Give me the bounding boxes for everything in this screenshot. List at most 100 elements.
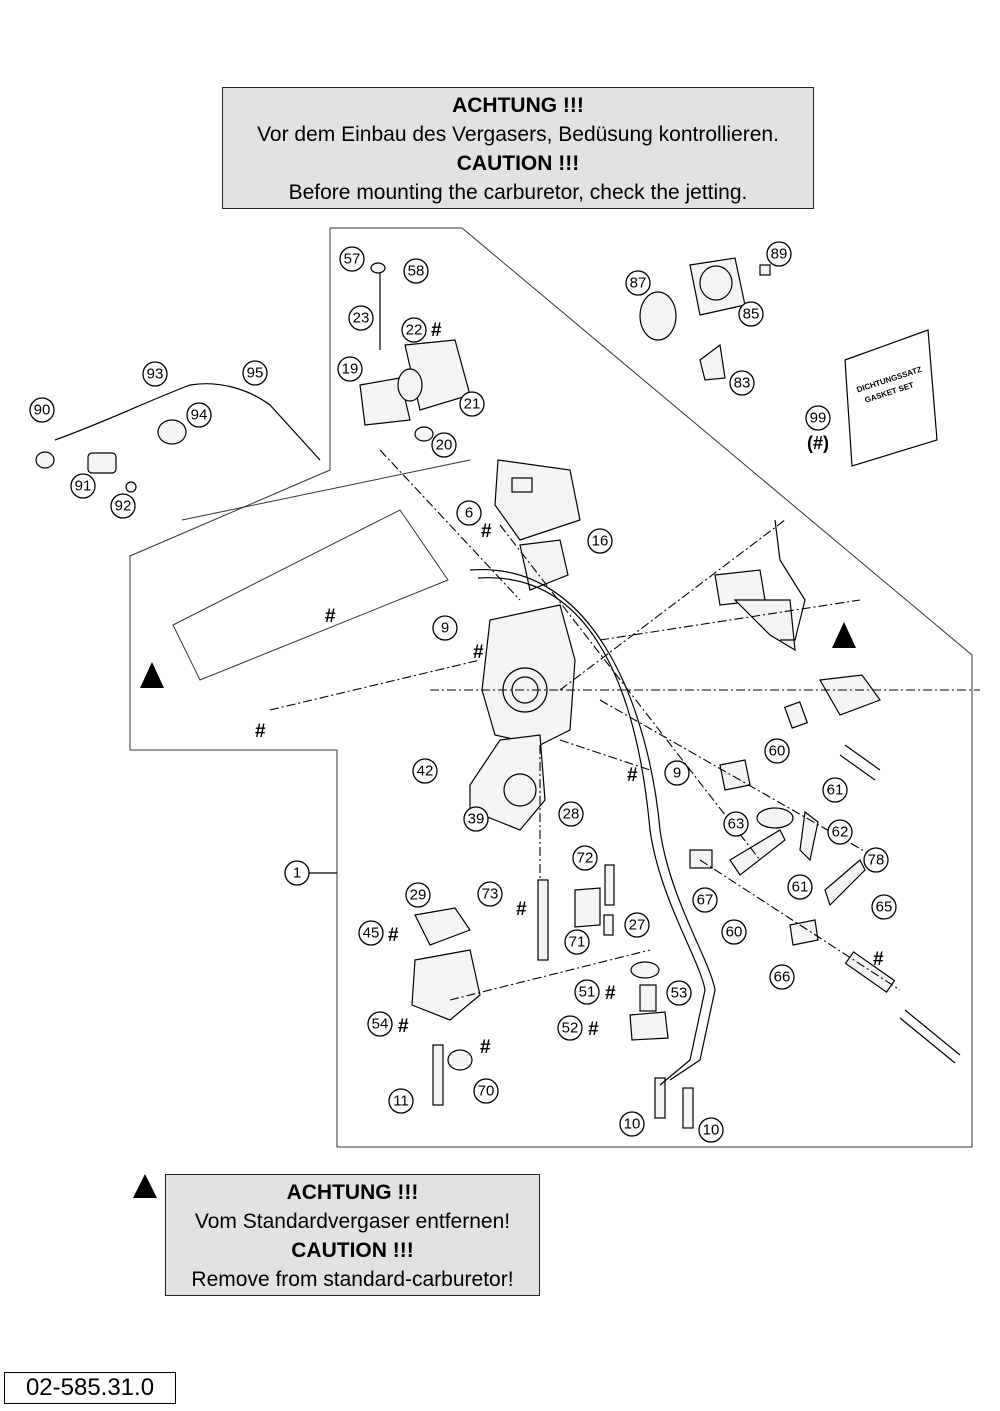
assembly-frame [129,227,973,1148]
warning-triangle-icon [133,1174,157,1198]
callout-10a: 10 [619,1111,645,1137]
svg-text:#: # [431,320,442,341]
callout-54: 54 [367,1011,393,1037]
svg-text:71: 71 [569,934,586,951]
callout-85: 85 [738,301,764,327]
warning-triangle-icon [832,622,856,648]
sub-frame-edge [181,459,471,521]
svg-text:#: # [325,606,336,627]
svg-text:20: 20 [436,437,453,454]
svg-text:9: 9 [441,620,449,637]
svg-text:11: 11 [393,1093,409,1110]
svg-text:#: # [516,899,527,920]
callout-66: 66 [769,964,795,990]
callout-71: 71 [564,929,590,955]
callout-9b: 9 [664,760,690,786]
svg-text:#: # [588,1019,599,1040]
caution-notice-bottom: ACHTUNG !!! Vom Standardvergaser entfern… [165,1174,540,1296]
callout-94: 94 [186,402,212,428]
svg-text:66: 66 [774,969,791,986]
svg-text:27: 27 [629,917,646,934]
callout-95: 95 [242,360,268,386]
svg-text:21: 21 [464,396,481,413]
svg-text:23: 23 [353,310,370,327]
gasket-set-card: DICHTUNGSSATZ GASKET SET [844,329,938,467]
svg-text:16: 16 [592,533,609,550]
callout-22: 22 [401,317,427,343]
svg-text:60: 60 [726,924,743,941]
svg-text:22: 22 [406,322,423,339]
svg-text:10: 10 [703,1122,720,1139]
svg-text:61: 61 [792,879,809,896]
svg-text:89: 89 [771,246,788,263]
assembly-lines [269,449,980,1086]
document-number: 02-585.31.0 [4,1372,176,1404]
callout-72: 72 [572,845,598,871]
svg-text:#: # [605,983,616,1004]
callout-83: 83 [729,370,755,396]
sub-frame [172,509,449,681]
callout-78: 78 [863,847,889,873]
callout-21: 21 [459,391,485,417]
svg-text:87: 87 [630,275,647,292]
svg-text:58: 58 [408,263,425,280]
svg-text:#: # [480,1037,491,1058]
warning-triangle-icon [140,662,164,688]
svg-text:94: 94 [191,407,208,424]
callout-53: 53 [666,980,692,1006]
svg-text:70: 70 [478,1083,495,1100]
svg-text:90: 90 [34,402,51,419]
callout-19: 19 [337,356,363,382]
svg-text:83: 83 [734,375,751,392]
callout-92: 92 [110,493,136,519]
callout-16: 16 [587,528,613,554]
svg-text:10: 10 [624,1116,641,1133]
callout-39: 39 [463,806,489,832]
svg-text:78: 78 [868,852,885,869]
callout-63: 63 [723,811,749,837]
callout-91: 91 [70,473,96,499]
notice-heading-en: CAUTION !!! [291,1239,414,1262]
callout-58: 58 [403,258,429,284]
svg-text:#: # [398,1016,409,1037]
callout-87: 87 [625,270,651,296]
callout-20: 20 [431,432,457,458]
callout-52: 52 [557,1015,583,1041]
svg-text:#: # [481,521,492,542]
callout-61a: 61 [822,777,848,803]
callout-29: 29 [405,882,431,908]
svg-text:99: 99 [810,410,827,427]
svg-text:#: # [473,642,484,663]
callout-70: 70 [473,1078,499,1104]
top-left-parts [35,262,471,493]
callout-67: 67 [692,887,718,913]
part-callouts: 57 58 23 22 19 21 20 87 89 85 83 99 93 9… [29,241,897,1143]
callout-10b: 10 [698,1117,724,1143]
svg-text:61: 61 [827,782,844,799]
caution-notice-top: ACHTUNG !!! Vor dem Einbau des Vergasers… [222,87,814,209]
callout-93: 93 [142,361,168,387]
svg-text:67: 67 [697,892,714,909]
callout-65: 65 [871,894,897,920]
svg-text:54: 54 [372,1016,389,1033]
float-bowl-parts [411,864,694,1129]
svg-text:#: # [627,765,638,786]
svg-text:45: 45 [363,925,380,942]
callout-57: 57 [339,246,365,272]
svg-text:19: 19 [342,361,359,378]
callout-60b: 60 [721,919,747,945]
svg-text:9: 9 [673,765,681,782]
svg-text:6: 6 [465,505,473,522]
svg-text:28: 28 [563,806,580,823]
svg-text:62: 62 [832,824,849,841]
hash-marks: # # # # # # # # # # # # # [255,320,884,1058]
svg-text:65: 65 [876,899,893,916]
callout-23: 23 [348,305,374,331]
notice-heading-de: ACHTUNG !!! [452,94,584,117]
notice-heading-de: ACHTUNG !!! [286,1181,419,1204]
callout-45: 45 [358,920,384,946]
callout-9a: 9 [432,615,458,641]
svg-text:53: 53 [671,985,688,1002]
svg-text:60: 60 [769,743,786,760]
